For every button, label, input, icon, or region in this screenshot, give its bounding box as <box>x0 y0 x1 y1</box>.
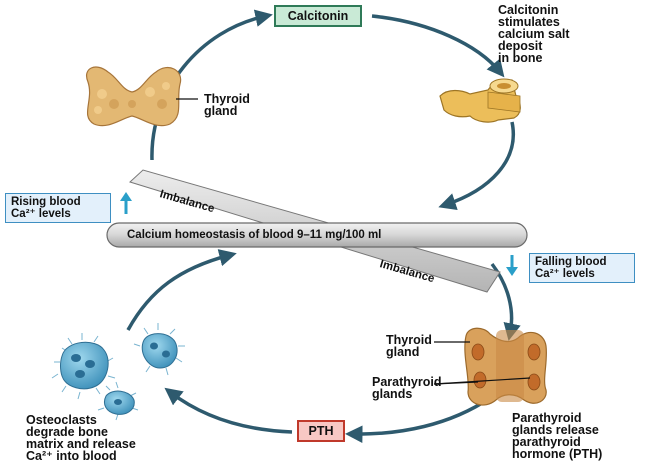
arrow-to-homeostasis-lower <box>126 249 237 331</box>
bone-icon <box>439 78 521 123</box>
rising-calcium-box: Rising blood Ca²⁺ levels <box>5 193 111 223</box>
homeostasis-bar <box>106 222 528 248</box>
thyroid-gland-icon <box>86 66 198 127</box>
falling-arrow-icon <box>506 255 518 276</box>
calcitonin-effect-label: Calcitonin stimulates calcium salt depos… <box>498 3 570 65</box>
arrow-to-homeostasis <box>438 121 515 210</box>
homeostasis-label: Calcium homeostasis of blood 9–11 mg/100… <box>127 229 382 241</box>
parathyroid-glands-label: Parathyroid glands <box>372 375 442 401</box>
parathyroid-effect-label: Parathyroid glands release parathyroid h… <box>512 411 603 461</box>
osteoclast-cells-icon <box>51 323 185 421</box>
thyroid-gland-label-lower: Thyroid gland <box>386 333 432 359</box>
arrow-to-bone <box>371 14 505 78</box>
calcitonin-box: Calcitonin <box>274 5 362 27</box>
falling-calcium-box: Falling blood Ca²⁺ levels <box>529 253 635 283</box>
arrow-to-pth <box>345 396 491 443</box>
parathyroid-gland-icon <box>433 327 548 406</box>
arrow-to-parathyroid <box>490 262 521 341</box>
arrow-to-osteoclasts <box>164 387 293 434</box>
rising-arrow-icon <box>120 192 132 214</box>
cycle-arrows <box>126 9 521 443</box>
pth-box: PTH <box>297 420 345 442</box>
arrow-to-calcitonin <box>150 9 273 161</box>
osteoclast-effect-label: Osteoclasts degrade bone matrix and rele… <box>26 413 136 463</box>
thyroid-gland-label: Thyroid gland <box>204 92 250 118</box>
